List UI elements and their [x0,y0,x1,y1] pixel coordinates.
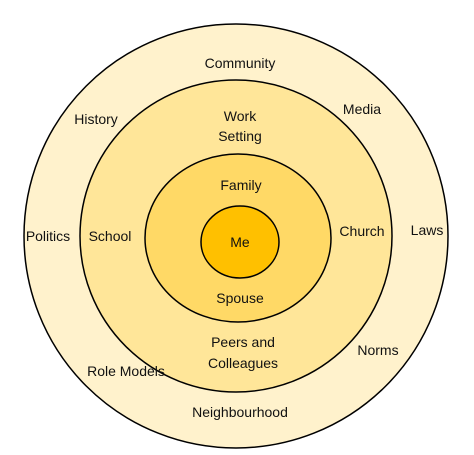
label-church: Church [339,223,384,239]
label-role-models: Role Models [87,363,165,379]
label-me: Me [230,234,250,250]
label-school: School [89,228,132,244]
label-norms: Norms [357,342,398,358]
label-community: Community [205,55,276,71]
label-spouse: Spouse [216,290,264,306]
label-politics: Politics [26,228,70,244]
label-family: Family [220,177,261,193]
label-peers-and: Peers and [211,334,275,350]
label-neighbourhood: Neighbourhood [192,404,288,420]
label-laws: Laws [411,222,444,238]
label-work: Work [224,108,257,124]
label-history: History [74,111,118,127]
label-media: Media [343,101,381,117]
label-setting: Setting [218,128,262,144]
ring-core [200,205,280,279]
label-colleagues: Colleagues [208,355,278,371]
